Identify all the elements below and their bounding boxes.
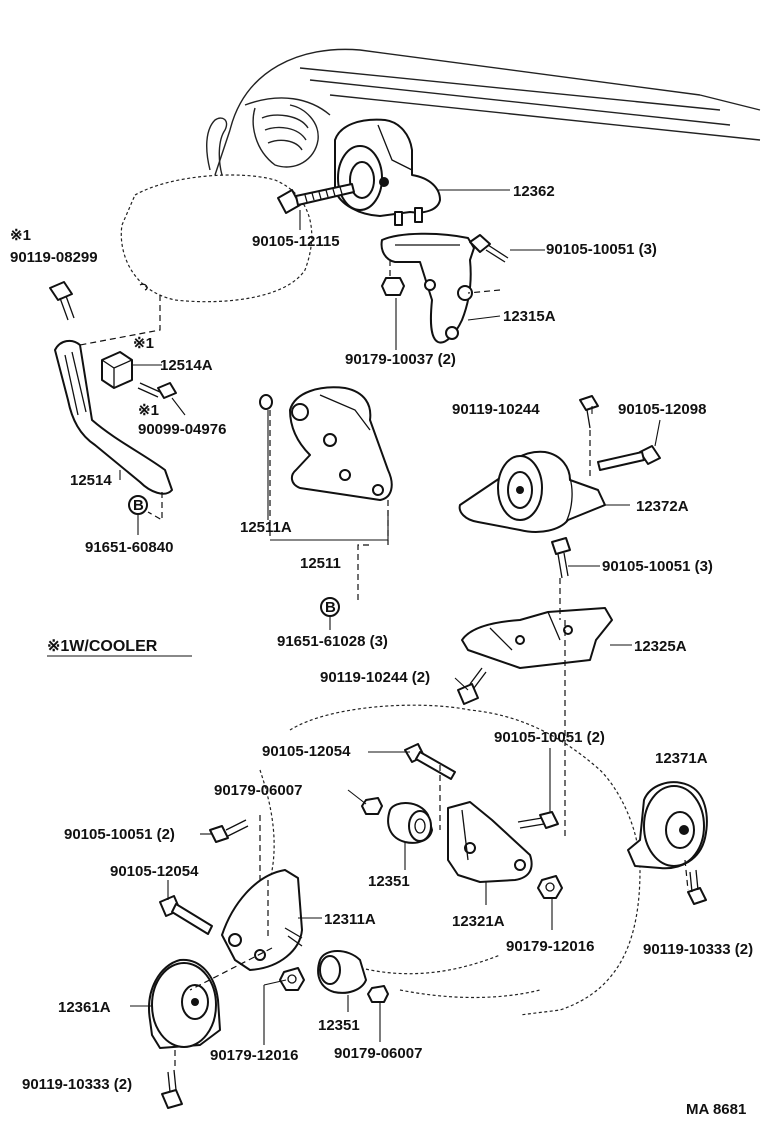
callout-90119-10244-2: 90119-10244 (2) [320, 669, 430, 686]
spacer-12514A [101, 351, 133, 389]
bolt-90119-10333-left [161, 1069, 183, 1109]
callout-12372A: 12372A [636, 498, 689, 515]
bracket-12311A [221, 869, 303, 971]
b-circle-1 [128, 495, 148, 515]
callout-90105-10051-3-top: 90105-10051 (3) [546, 241, 657, 258]
bolt-90105-12115 [277, 183, 355, 214]
mount-12361A [148, 958, 221, 1049]
callout-12371A: 12371A [655, 750, 708, 767]
bolt-90105-12054-upper [404, 743, 456, 780]
bracket-12511 [289, 386, 393, 501]
bolt-90119-08299 [49, 281, 75, 321]
callout-12351-upper: 12351 [368, 873, 410, 890]
callout-91651-60840: 91651-60840 [85, 539, 173, 556]
bolt-90099-04976 [137, 382, 177, 399]
callout-12321A: 12321A [452, 913, 505, 930]
callout-12325A: 12325A [634, 638, 687, 655]
callout-12362: 12362 [513, 183, 555, 200]
callout-90105-12054-a: 90105-12054 [262, 743, 351, 760]
callout-12311A: 12311A [324, 911, 376, 928]
dowel-12511A [259, 394, 273, 410]
callout-90119-10333-2-left: 90119-10333 (2) [22, 1076, 132, 1093]
bolt-90105-12098 [597, 445, 661, 471]
cooler-mark-c: ※1 [138, 402, 159, 419]
callout-12514A: 12514A [160, 357, 213, 374]
callout-90105-10051-2-right: 90105-10051 (2) [494, 729, 605, 746]
mount-12372A [458, 450, 606, 533]
callout-90179-10037: 90179-10037 (2) [345, 351, 456, 368]
callout-12511: 12511 [300, 555, 341, 572]
bolt-90119-10333-right [687, 869, 707, 905]
bolt-90105-10051-mid [551, 537, 571, 579]
callout-labels: 12362 90105-12115 90105-10051 (3) 12315A… [10, 183, 753, 1118]
bolt-90119-10244-lower [457, 667, 487, 705]
bolt-90119-10244-top [579, 395, 599, 429]
nut-90179-06007-lower [367, 985, 389, 1003]
callout-12361A: 12361A [58, 999, 111, 1016]
callout-12315A: 12315A [503, 308, 556, 325]
bushing-12351-lower [317, 950, 367, 994]
bolt-90105-10051-right [517, 811, 559, 829]
mount-12371A [627, 781, 708, 870]
transmission-case-outline [120, 117, 313, 303]
nut-90179-12016-right [537, 875, 563, 899]
bolt-90105-10051-left [209, 819, 249, 843]
callout-90105-12098: 90105-12098 [618, 401, 706, 418]
bolt-90105-12054-lower [159, 895, 213, 935]
callout-90179-12016-right: 90179-12016 [506, 938, 594, 955]
bolt-90105-10051-top [469, 234, 509, 263]
leader-lines [47, 189, 661, 1045]
alignment-lines [79, 260, 689, 1070]
bracket-12321A [447, 801, 533, 883]
lower-transaxle-outline [259, 704, 641, 1016]
callout-90105-12054-b: 90105-12054 [110, 863, 199, 880]
callout-90179-12016-left: 90179-12016 [210, 1047, 298, 1064]
callout-90105-10051-2-left: 90105-10051 (2) [64, 826, 175, 843]
callout-90179-06007-b: 90179-06007 [334, 1045, 422, 1062]
engine-mount-12362 [334, 118, 441, 226]
figure-code: MA 8681 [686, 1101, 746, 1118]
callout-91651-61028: 91651-61028 (3) [277, 633, 388, 650]
callout-90119-10333-2-right: 90119-10333 (2) [643, 941, 753, 958]
bracket-12514 [54, 339, 173, 495]
callout-12351-lower: 12351 [318, 1017, 360, 1034]
bushing-12351-upper [387, 802, 433, 844]
nut-90179-10037 [381, 277, 405, 296]
cooler-mark-a: ※1 [10, 227, 31, 244]
cooler-note: ※1W/COOLER [47, 638, 158, 655]
callout-90179-06007-a: 90179-06007 [214, 782, 302, 799]
callout-90119-10244: 90119-10244 [452, 401, 540, 418]
bracket-12315A [380, 232, 475, 344]
cooler-mark-b: ※1 [133, 335, 154, 352]
b-label-1: B [133, 497, 144, 514]
nut-90179-06007-upper [361, 797, 383, 815]
bracket-12325A [461, 607, 613, 669]
b-label-2: B [325, 599, 336, 616]
callout-90105-12115: 90105-12115 [252, 233, 340, 250]
callout-90119-08299: 90119-08299 [10, 249, 98, 266]
callout-90099-04976: 90099-04976 [138, 421, 226, 438]
nut-90179-12016-left [279, 967, 305, 991]
callout-12511A: 12511A [240, 519, 292, 536]
callout-90105-10051-3-mid: 90105-10051 (3) [602, 558, 713, 575]
engine-block-outline [214, 48, 761, 176]
callout-12514: 12514 [70, 472, 112, 489]
